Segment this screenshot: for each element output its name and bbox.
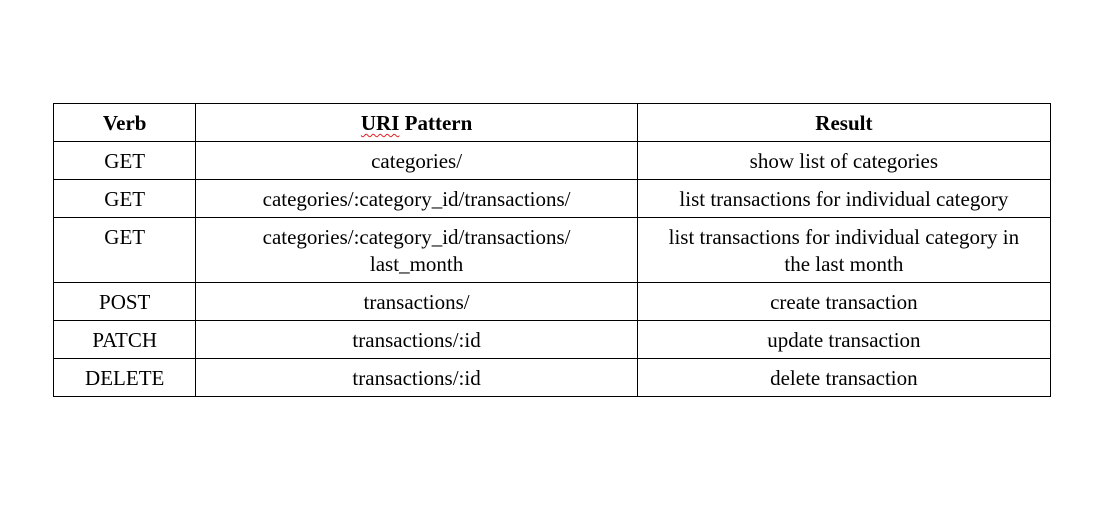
uri-text: transactions/:id [352, 328, 481, 352]
uri-cell: transactions/:id [195, 320, 638, 359]
result-cell: list transactions for individual categor… [636, 179, 1052, 218]
header-result: Result [636, 103, 1052, 142]
result-cell: show list of categories [636, 141, 1052, 180]
result-cell: create transaction [636, 282, 1052, 321]
verb-cell: GET [52, 217, 197, 283]
uri-cell: categories/:category_id/transactions/ [195, 179, 638, 218]
result-text: update transaction [767, 328, 921, 352]
uri-text: categories/:category_id/transactions/ [262, 225, 571, 249]
header-verb: Verb [52, 103, 197, 142]
result-cell: delete transaction [636, 358, 1052, 397]
uri-text: transactions/ [363, 290, 470, 314]
header-row: Verb URI Pattern Result [52, 103, 1052, 142]
header-uri-word: URI [360, 111, 400, 135]
result-text: delete transaction [770, 366, 918, 390]
verb-cell: GET [52, 179, 197, 218]
uri-text-line2: last_month [369, 252, 464, 276]
table-row: GET categories/:category_id/transactions… [52, 179, 1052, 218]
table-row: POST transactions/ create transaction [52, 282, 1052, 321]
verb-cell: GET [52, 141, 197, 180]
uri-cell: categories/ [195, 141, 638, 180]
table-row: GET categories/:category_id/transactions… [52, 217, 1052, 283]
uri-text: categories/ [371, 149, 463, 173]
header-uri-pattern: URI Pattern [195, 103, 638, 142]
result-text: show list of categories [749, 149, 939, 173]
uri-text: transactions/:id [352, 366, 481, 390]
result-text: list transactions for individual categor… [679, 187, 1009, 211]
uri-cell: categories/:category_id/transactions/las… [195, 217, 638, 283]
table-row: DELETE transactions/:id delete transacti… [52, 358, 1052, 397]
table-row: PATCH transactions/:id update transactio… [52, 320, 1052, 359]
result-text-line2: the last month [784, 252, 904, 276]
header-pattern-word: Pattern [399, 111, 473, 135]
table-row: GET categories/ show list of categories [52, 141, 1052, 180]
uri-cell: transactions/:id [195, 358, 638, 397]
api-routes-table: Verb URI Pattern Result GET categories/ … [52, 103, 1052, 397]
uri-text: categories/:category_id/transactions/ [262, 187, 571, 211]
result-cell: update transaction [636, 320, 1052, 359]
verb-cell: DELETE [52, 358, 197, 397]
result-text: list transactions for individual categor… [668, 225, 1020, 249]
uri-cell: transactions/ [195, 282, 638, 321]
result-cell: list transactions for individual categor… [636, 217, 1052, 283]
result-text: create transaction [770, 290, 918, 314]
verb-cell: POST [52, 282, 197, 321]
verb-cell: PATCH [52, 320, 197, 359]
